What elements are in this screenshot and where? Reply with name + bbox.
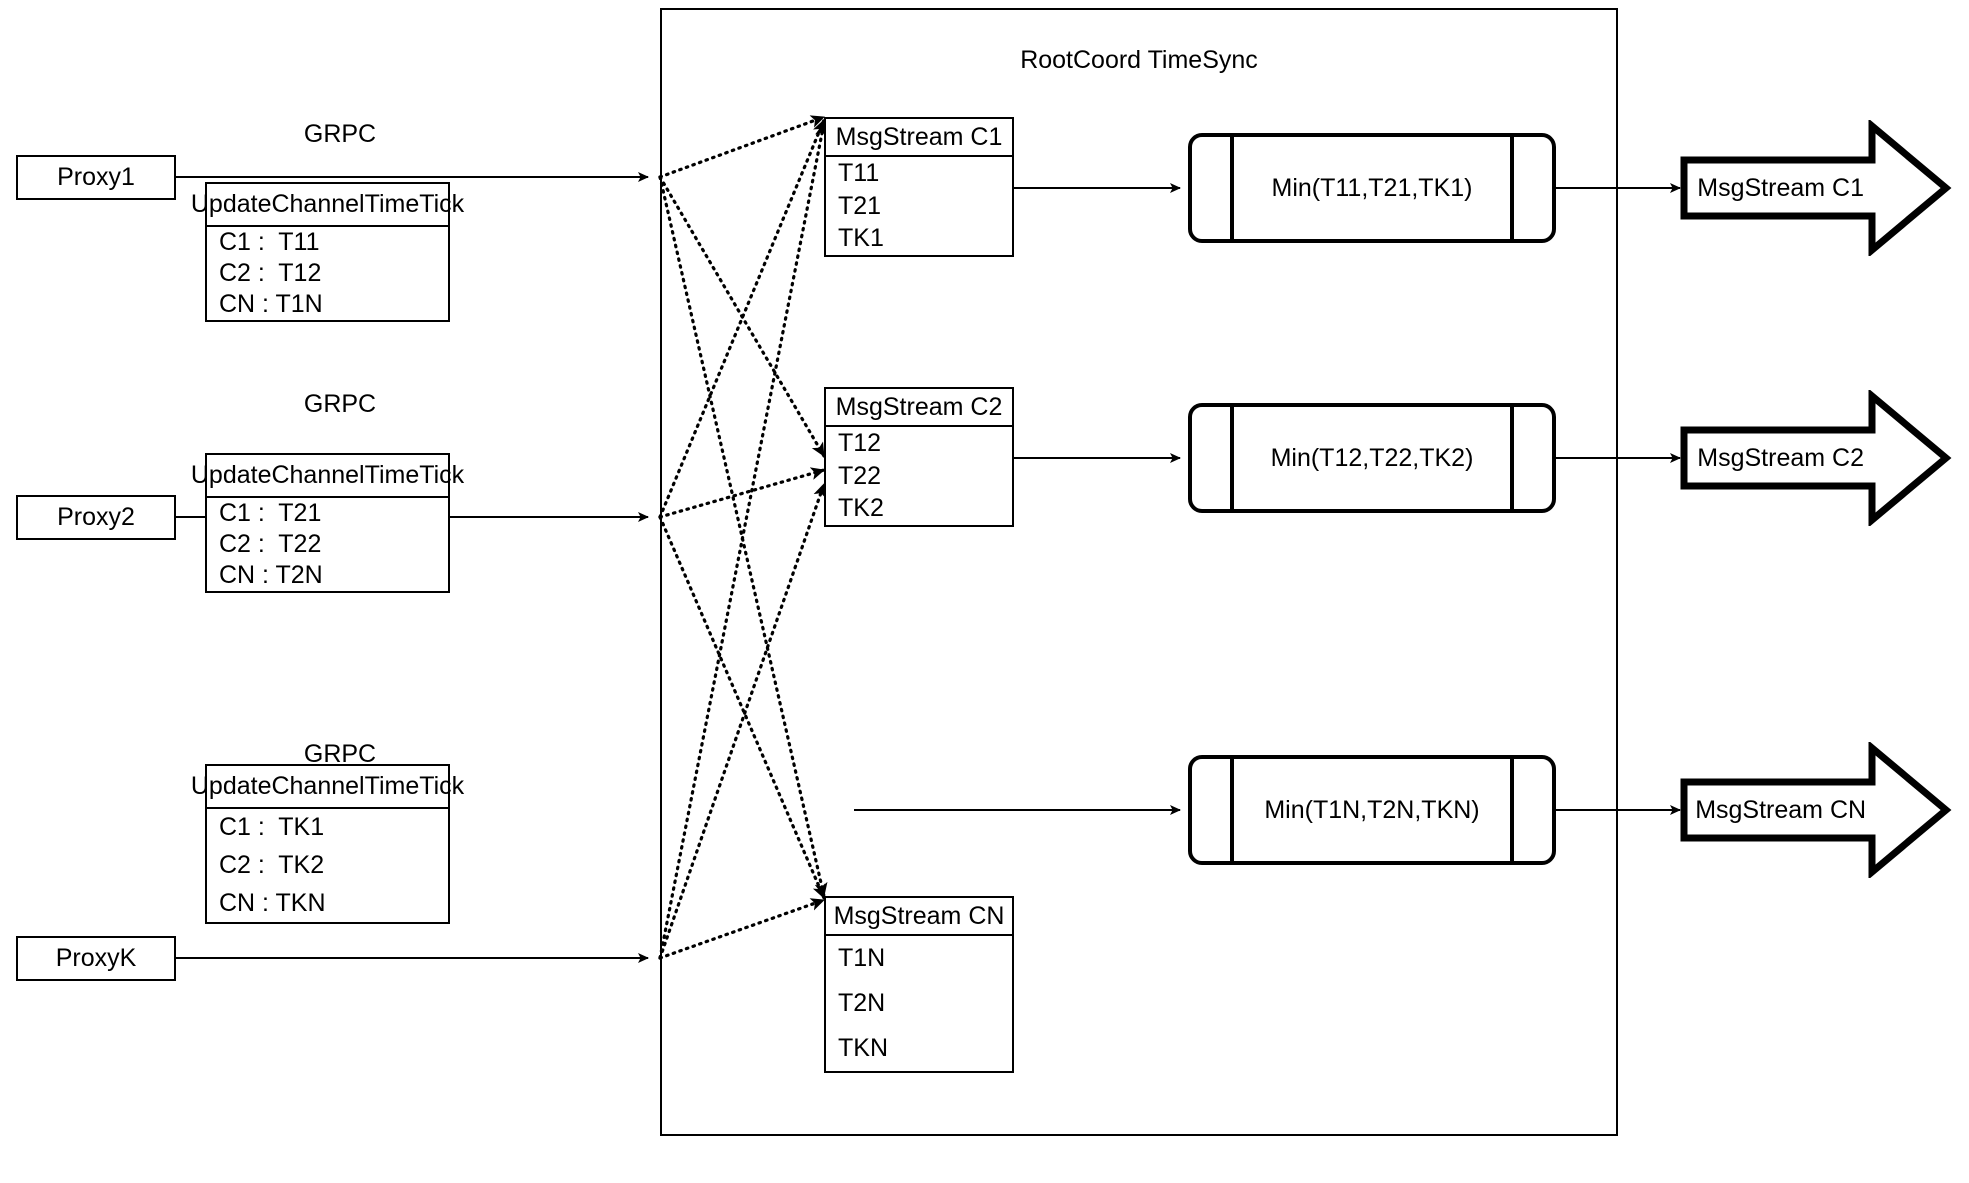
grpc-edge-label-1: GRPC xyxy=(303,120,377,148)
output-label: MsgStream C1 xyxy=(1697,173,1864,202)
process-label: Min(T1N,T2N,TKN) xyxy=(1264,795,1480,824)
update-channel-timetick-table-1: UpdateChannelTimeTick C1 : T11 C2 : T12 … xyxy=(191,182,464,322)
min-process-node-3: Min(T1N,T2N,TKN) xyxy=(1188,755,1556,865)
output-label: MsgStream C2 xyxy=(1697,443,1864,472)
process-label: Min(T11,T21,TK1) xyxy=(1271,173,1473,202)
grpc-edge-label-3: GRPC xyxy=(303,740,377,768)
table-row: T2N xyxy=(838,989,886,1017)
proxy-node-3[interactable]: ProxyK xyxy=(16,936,176,981)
msgstream-buffer-table-3: MsgStream CN T1N T2N TKN xyxy=(824,896,1014,1073)
process-bar-right xyxy=(1510,407,1514,509)
table-row: CN : TKN xyxy=(219,888,326,917)
table-row: C2 : T12 xyxy=(219,259,322,287)
update-channel-timetick-table-2: UpdateChannelTimeTick C1 : T21 C2 : T22 … xyxy=(191,453,464,593)
table-header: UpdateChannelTimeTick xyxy=(191,184,464,227)
table-row: CN : T2N xyxy=(219,561,323,589)
table-header: MsgStream C1 xyxy=(826,119,1012,157)
table-row: C2 : TK2 xyxy=(219,851,325,879)
table-body: C1 : T11 C2 : T12 CN : T1N xyxy=(207,227,448,320)
table-header: MsgStream C2 xyxy=(826,389,1012,427)
process-label: Min(T12,T22,TK2) xyxy=(1270,443,1474,472)
table-body: T12 T22 TK2 xyxy=(826,427,1012,525)
process-bar-right xyxy=(1510,759,1514,861)
table-row: C2 : T22 xyxy=(219,530,322,558)
table-row: C1 : TK1 xyxy=(219,813,325,842)
msgstream-buffer-table-2: MsgStream C2 T12 T22 TK2 xyxy=(824,387,1014,527)
table-row: T21 xyxy=(838,191,882,220)
table-body: C1 : T21 C2 : T22 CN : T2N xyxy=(207,498,448,591)
table-row: TK1 xyxy=(838,224,884,253)
table-row: CN : T1N xyxy=(219,290,323,318)
table-row: C1 : T21 xyxy=(219,499,322,527)
proxy-label: Proxy1 xyxy=(57,163,135,191)
min-process-node-1: Min(T11,T21,TK1) xyxy=(1188,133,1556,243)
block-arrow-shape xyxy=(1680,742,1952,878)
table-row: TKN xyxy=(838,1034,888,1062)
block-arrow-shape xyxy=(1680,120,1952,256)
table-body: T1N T2N TKN xyxy=(826,936,1012,1071)
proxy-node-2[interactable]: Proxy2 xyxy=(16,495,176,540)
table-row: T1N xyxy=(838,944,886,972)
table-header: UpdateChannelTimeTick xyxy=(191,766,464,809)
process-bar-left xyxy=(1230,759,1234,861)
process-bar-left xyxy=(1230,137,1234,239)
proxy-label: ProxyK xyxy=(55,944,137,972)
proxy-node-1[interactable]: Proxy1 xyxy=(16,155,176,200)
table-row: T22 xyxy=(838,461,882,490)
table-row: TK2 xyxy=(838,494,884,523)
grpc-edge-label-2: GRPC xyxy=(303,390,377,418)
output-msgstream-arrow-1: MsgStream C1 xyxy=(1680,120,1952,256)
table-header: MsgStream CN xyxy=(826,898,1012,936)
output-msgstream-arrow-3: MsgStream CN xyxy=(1680,742,1952,878)
table-header: UpdateChannelTimeTick xyxy=(191,455,464,498)
table-row: C1 : T11 xyxy=(219,228,320,256)
output-msgstream-arrow-2: MsgStream C2 xyxy=(1680,390,1952,526)
table-row: T11 xyxy=(838,158,880,187)
rootcoord-timesync-group xyxy=(660,8,1618,1136)
output-label: MsgStream CN xyxy=(1695,795,1867,824)
process-bar-right xyxy=(1510,137,1514,239)
process-bar-left xyxy=(1230,407,1234,509)
table-body: T11 T21 TK1 xyxy=(826,157,1012,255)
update-channel-timetick-table-3: UpdateChannelTimeTick C1 : TK1 C2 : TK2 … xyxy=(191,764,464,924)
table-body: C1 : TK1 C2 : TK2 CN : TKN xyxy=(207,809,448,922)
proxy-label: Proxy2 xyxy=(57,503,135,531)
block-arrow-shape xyxy=(1680,390,1952,526)
group-title: RootCoord TimeSync xyxy=(1020,46,1258,74)
msgstream-buffer-table-1: MsgStream C1 T11 T21 TK1 xyxy=(824,117,1014,257)
table-row: T12 xyxy=(838,428,882,457)
min-process-node-2: Min(T12,T22,TK2) xyxy=(1188,403,1556,513)
